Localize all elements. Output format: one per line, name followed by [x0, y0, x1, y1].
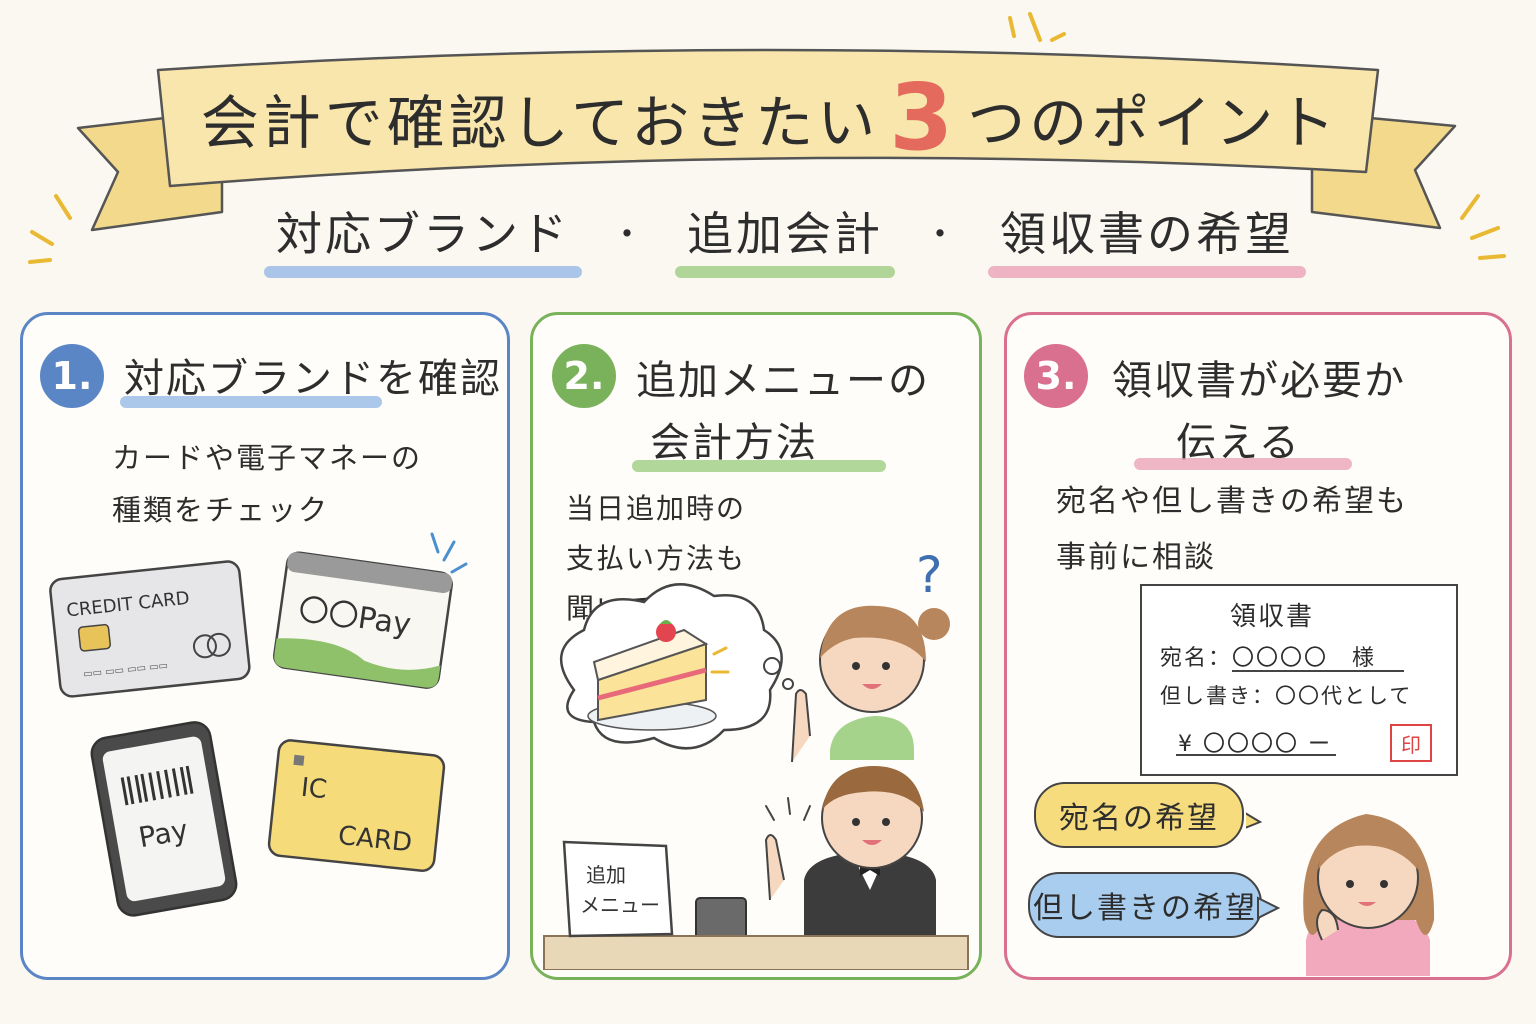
question-mark-icon: ? [916, 546, 943, 604]
cake-icon [587, 620, 717, 731]
step-badge-1: 1. [40, 344, 104, 408]
receipt-addressee-line [1232, 670, 1404, 672]
step-badge-3: 3. [1024, 344, 1088, 408]
panel-2-title-underline [632, 460, 886, 472]
receipt-memo: 但し書き：〇〇代として [1160, 684, 1413, 708]
customer-woman-avatar [791, 605, 950, 763]
title-text-after: つのポイント [967, 89, 1340, 157]
panel-1-body: カードや電子マネーの 種類をチェック [112, 432, 422, 536]
speech-bubble-addressee: 宛名の希望 [1034, 782, 1244, 848]
subtitle-separator: ・ [610, 214, 647, 255]
payment-cards-illustration: CREDIT CARD ▭▭ ▭▭ ▭▭ ▭▭ 〇〇Pay Pay IC CAR… [49, 532, 468, 917]
subtitle-additional-text: 追加会計 [687, 207, 883, 261]
panel-1-title: 対応ブランドを確認 [124, 356, 502, 402]
subtitle-separator: ・ [923, 214, 960, 255]
subtitle-additional-underline [675, 266, 895, 278]
subtitle-receipt-text: 領収書の希望 [1000, 207, 1294, 261]
panel-2-title-line-2: 会計方法 [650, 420, 818, 466]
svg-text:メニュー: メニュー [580, 893, 660, 917]
ic-card-icon: IC CARD [267, 739, 446, 872]
credit-card-icon: CREDIT CARD ▭▭ ▭▭ ▭▭ ▭▭ [49, 560, 251, 698]
step-badge-2: 2. [552, 344, 616, 408]
subtitle-brand: 対応ブランド [264, 198, 582, 278]
title-ribbon-banner [28, 12, 1506, 264]
receipt-amount: ¥ 〇〇〇〇 ー [1178, 732, 1332, 757]
panel-1-title-underline [120, 396, 382, 408]
e-money-card-icon: 〇〇Pay [273, 551, 453, 689]
page-title: 会計で確認しておきたい 3 つのポイント [190, 68, 1350, 168]
title-text-before: 会計で確認しておきたい [200, 89, 880, 157]
subtitle-row: 対応ブランド ・ 追加会計 ・ 領収書の希望 [264, 196, 1306, 278]
receipt-stamp-icon: 印 [1390, 724, 1432, 762]
ic-card-label-1: IC [299, 773, 328, 806]
additional-order-illustration: ? [543, 546, 969, 970]
panel-2-body-line: 支払い方法も [566, 542, 747, 575]
panel-3-title-underline [1134, 458, 1352, 470]
receipt-card [1140, 584, 1458, 776]
panel-3-body: 宛名や但し書きの希望も 事前に相談 [1056, 474, 1408, 586]
receipt-addressee: 宛名：〇〇〇〇 様 [1160, 646, 1377, 671]
speech-bubble-memo: 但し書きの希望 [1028, 872, 1262, 938]
staff-waiter-avatar [764, 766, 936, 950]
smartphone-pay-icon: Pay [90, 721, 238, 917]
panel-2-title-line-1: 追加メニューの [636, 358, 930, 404]
panel-3-body-line: 事前に相談 [1056, 540, 1216, 575]
panel-1-body-line: 種類をチェック [112, 493, 330, 527]
svg-text:追加: 追加 [586, 863, 626, 887]
subtitle-brand-underline [264, 266, 582, 278]
panel-1-body-line: カードや電子マネーの [112, 441, 423, 475]
panel-3-body-line: 宛名や但し書きの希望も [1056, 484, 1408, 519]
subtitle-additional: 追加会計 [675, 198, 895, 278]
counter-icon [543, 935, 969, 970]
subtitle-brand-text: 対応ブランド [276, 207, 570, 261]
subtitle-receipt: 領収書の希望 [988, 198, 1306, 278]
additional-menu-sign: 追加 メニュー [562, 840, 674, 938]
customer-girl-avatar [1246, 812, 1435, 976]
receipt-amount-line [1176, 754, 1336, 756]
panel-3-title-line-1: 領収書が必要か [1112, 358, 1406, 404]
subtitle-receipt-underline [988, 266, 1306, 278]
panel-2-body-line: 当日追加時の [566, 492, 747, 525]
receipt-heading: 領収書 [1230, 602, 1315, 632]
title-number: 3 [889, 64, 958, 171]
